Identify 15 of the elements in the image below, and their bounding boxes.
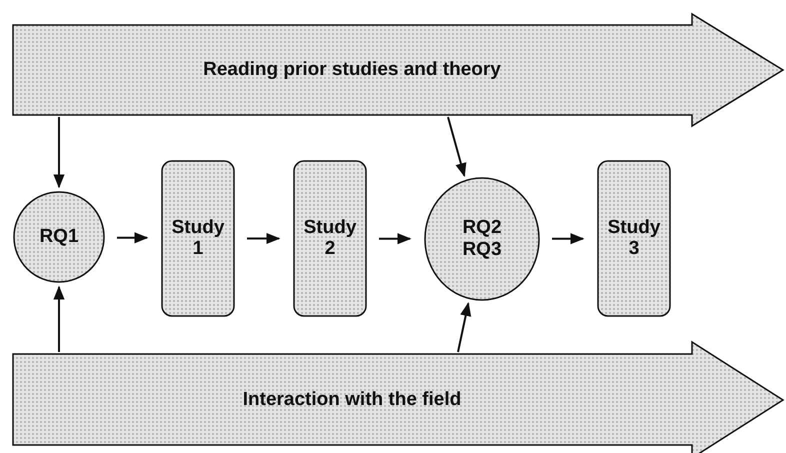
node-label: RQ2 RQ3	[461, 217, 503, 261]
arrow-label: Reading prior studies and theory	[202, 59, 502, 81]
node-label: Study 2	[302, 216, 358, 260]
node-label: Study 3	[606, 216, 662, 260]
arrow	[53, 117, 65, 188]
arrow	[117, 232, 148, 244]
arrow-label: Interaction with the field	[242, 388, 462, 410]
arrow	[53, 286, 65, 352]
arrow	[247, 232, 280, 244]
node-label: Study 1	[170, 216, 226, 260]
arrow	[447, 116, 466, 178]
arrow	[457, 302, 472, 352]
arrow	[379, 233, 412, 244]
node-label: RQ1	[38, 226, 80, 248]
arrow	[552, 233, 584, 244]
